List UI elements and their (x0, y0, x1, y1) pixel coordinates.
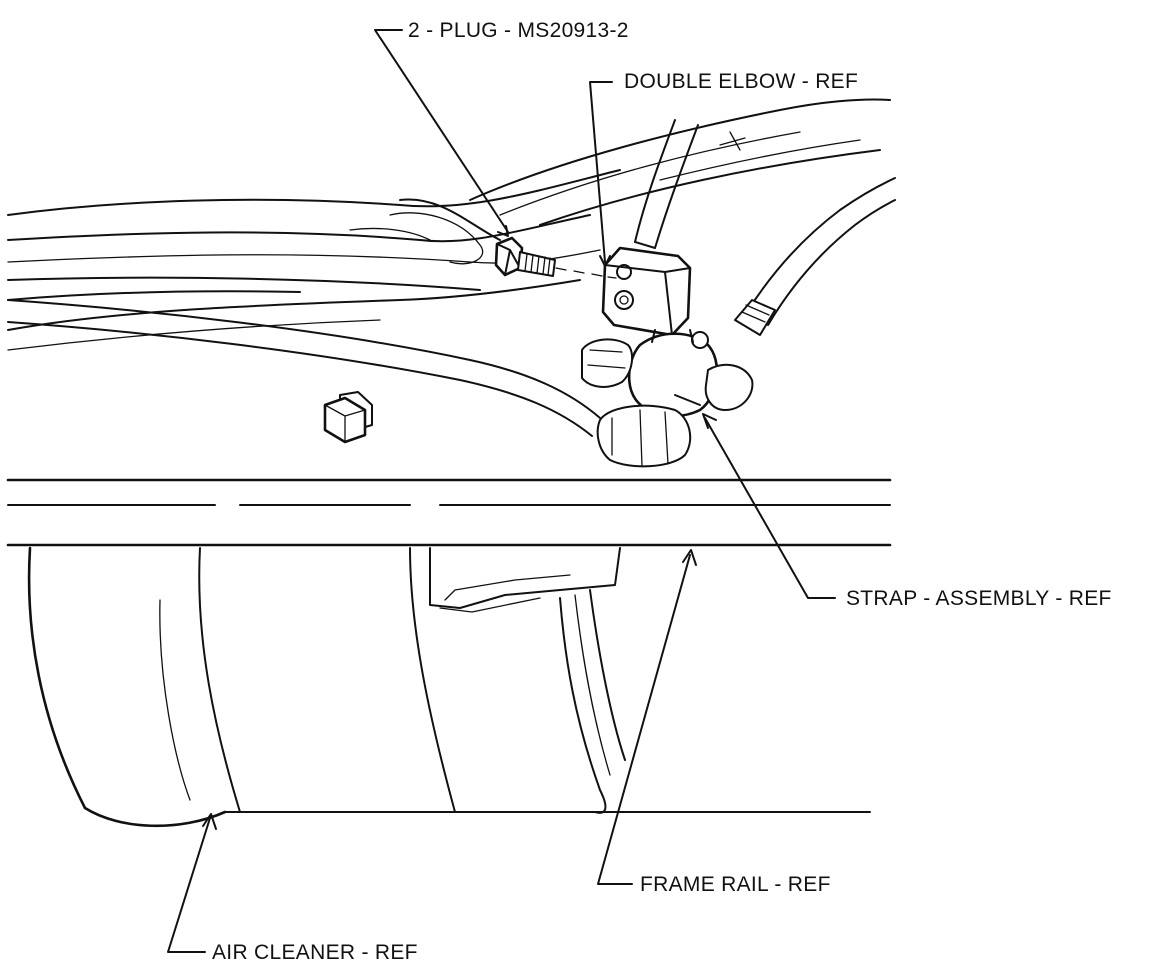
double-elbow (601, 246, 692, 337)
label-double-elbow: DOUBLE ELBOW - REF (624, 70, 858, 93)
label-frame-rail: FRAME RAIL - REF (640, 873, 831, 896)
wiring-harness (7, 98, 891, 351)
label-plug: 2 - PLUG - MS20913-2 (408, 19, 629, 42)
plug (494, 236, 617, 279)
right-tube (734, 177, 896, 336)
air-tube (7, 299, 601, 437)
cross-fitting (581, 329, 754, 468)
air-cleaner (27, 546, 871, 828)
vertical-tube (634, 119, 699, 249)
label-strap-assembly: STRAP - ASSEMBLY - REF (846, 587, 1112, 610)
hex-bolt (323, 391, 373, 444)
label-air-cleaner: AIR CLEANER - REF (212, 941, 418, 964)
leader-lines (167, 29, 836, 953)
frame-rail (6, 478, 892, 547)
